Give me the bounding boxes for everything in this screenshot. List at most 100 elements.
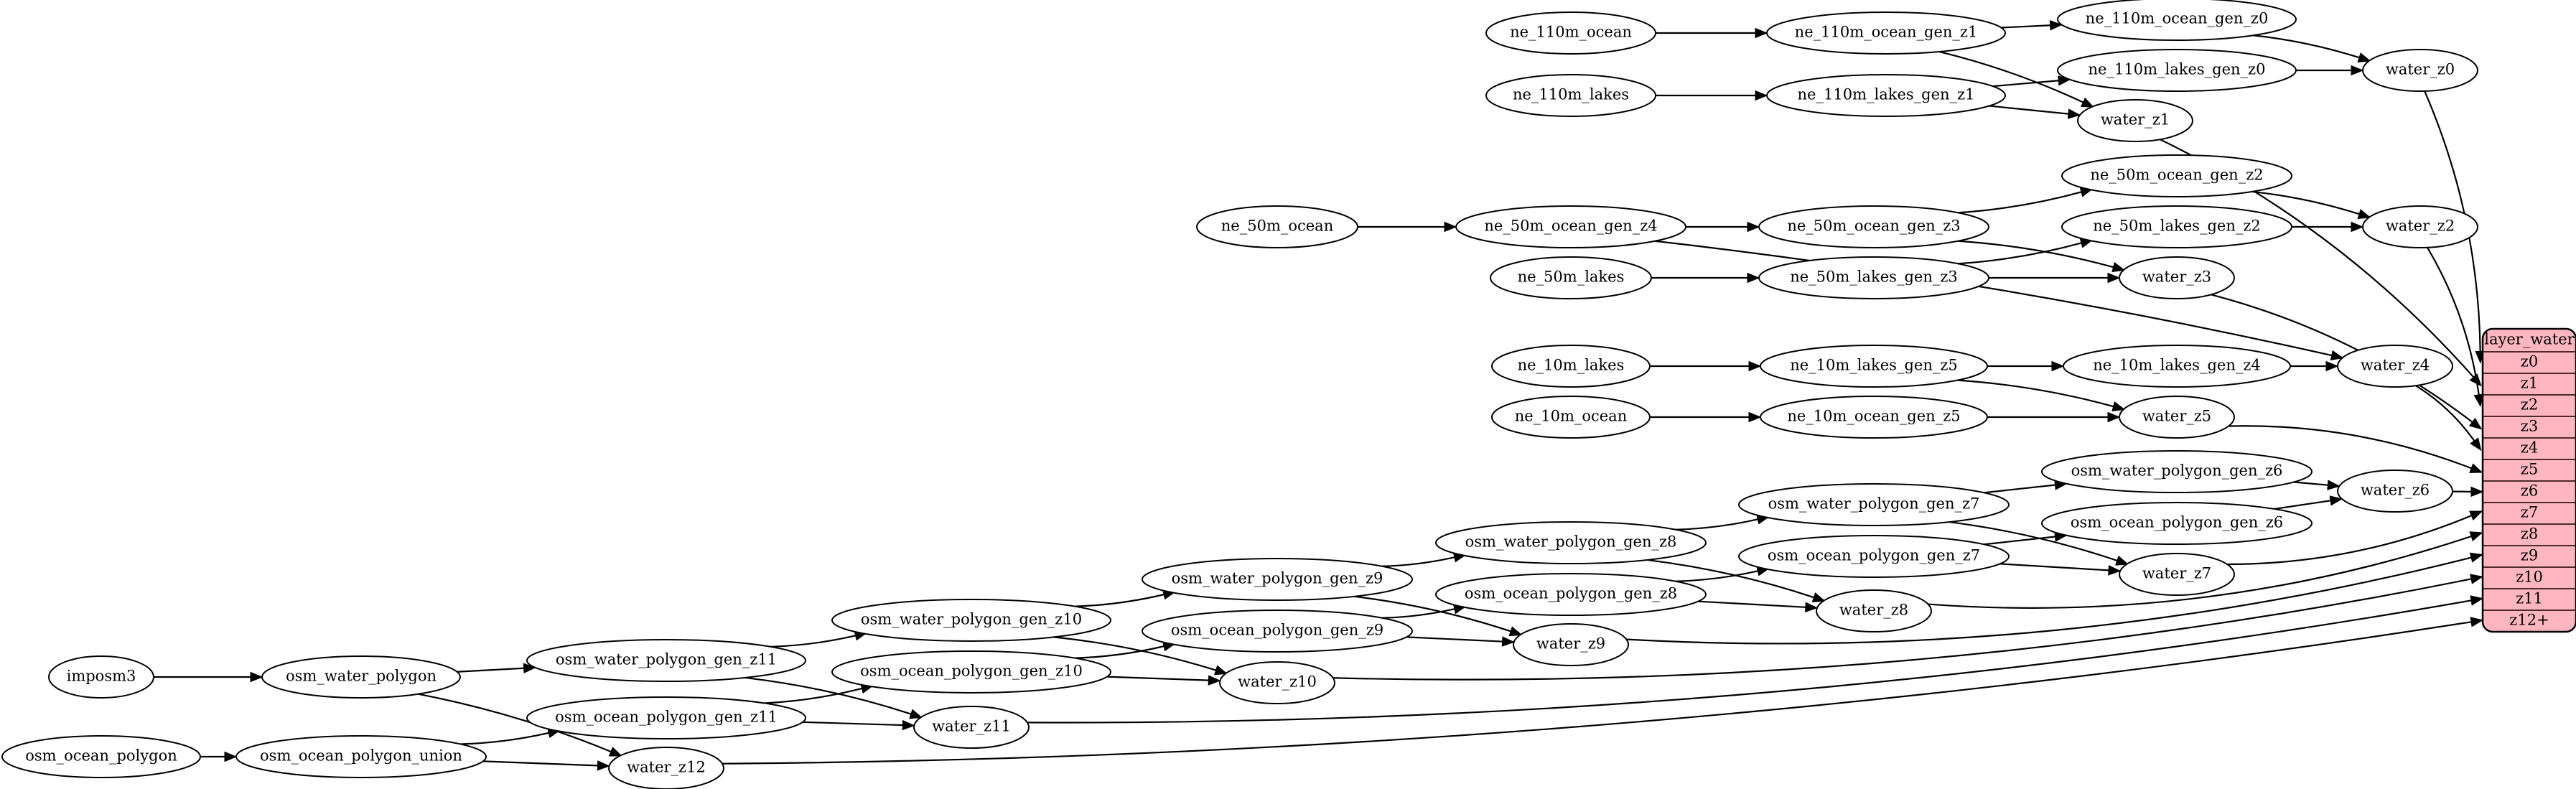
node-ellipse-ne_10m_lakes_gen_z5: [1760, 345, 1988, 388]
node-water_z7[interactable]: water_z7: [2119, 553, 2235, 596]
edge-osm_ocean_polygon_gen_z9-to-water_z9: [1406, 636, 1503, 643]
edge-osm_water_polygon_gen_z11-to-water_z11: [745, 676, 912, 715]
node-ne_10m_lakes_gen_z5[interactable]: ne_10m_lakes_gen_z5: [1760, 345, 1988, 388]
node-ellipse-ne_50m_ocean_gen_z3: [1758, 205, 1989, 248]
node-ne_50m_ocean_gen_z2[interactable]: ne_50m_ocean_gen_z2: [2061, 154, 2292, 197]
node-water_z11[interactable]: water_z11: [913, 706, 1030, 749]
node-water_z6[interactable]: water_z6: [2337, 470, 2453, 513]
node-label-ne_50m_lakes: ne_50m_lakes: [1518, 269, 1625, 286]
node-ne_10m_lakes_gen_z4[interactable]: ne_10m_lakes_gen_z4: [2063, 345, 2291, 388]
node-ellipse-osm_water_polygon_gen_z7: [1738, 483, 2010, 526]
node-ne_110m_lakes[interactable]: ne_110m_lakes: [1485, 74, 1656, 117]
node-water_z9[interactable]: water_z9: [1513, 623, 1629, 666]
node-water_z3[interactable]: water_z3: [2119, 256, 2235, 299]
node-water_z1[interactable]: water_z1: [2077, 99, 2193, 142]
node-osm_water_polygon_gen_z9[interactable]: osm_water_polygon_gen_z9: [1142, 558, 1413, 601]
node-ellipse-water_z9: [1513, 623, 1629, 666]
node-label-osm_ocean_polygon_gen_z6: osm_ocean_polygon_gen_z6: [2071, 514, 2283, 531]
node-ne_50m_ocean[interactable]: ne_50m_ocean: [1196, 205, 1358, 248]
table-row-z5[interactable]: [2483, 459, 2576, 482]
node-ellipse-ne_50m_ocean_gen_z2: [2061, 154, 2292, 197]
node-label-osm_ocean_polygon_gen_z8: osm_ocean_polygon_gen_z8: [1465, 585, 1677, 602]
node-ellipse-osm_water_polygon_gen_z6: [2041, 450, 2313, 493]
arrowhead-osm_water_polygon_gen_z10-to-water_z10: [1213, 665, 1228, 676]
table-title: layer_water: [2484, 331, 2575, 348]
node-osm_ocean_polygon_gen_z11[interactable]: osm_ocean_polygon_gen_z11: [526, 696, 806, 739]
node-ne_110m_lakes_gen_z1[interactable]: ne_110m_lakes_gen_z1: [1766, 74, 2006, 117]
edge-ne_110m_ocean_gen_z0-to-water_z0: [2253, 34, 2360, 59]
table-row-label-z6: z6: [2521, 482, 2538, 500]
node-ne_10m_ocean[interactable]: ne_10m_ocean: [1491, 396, 1651, 439]
node-water_z2[interactable]: water_z2: [2362, 205, 2478, 248]
edges-layer: [154, 20, 2486, 771]
node-ne_10m_ocean_gen_z5[interactable]: ne_10m_ocean_gen_z5: [1760, 396, 1988, 439]
arrowhead-water_z10-to-layer_water:z10: [2470, 574, 2484, 584]
node-label-osm_ocean_polygon_union: osm_ocean_polygon_union: [260, 747, 462, 765]
arrowhead-ne_110m_lakes-to-ne_110m_lakes_gen_z1: [1755, 90, 1768, 101]
node-ellipse-ne_110m_lakes: [1485, 74, 1656, 117]
node-ne_50m_lakes[interactable]: ne_50m_lakes: [1490, 256, 1652, 299]
node-ne_50m_lakes_gen_z3[interactable]: ne_50m_lakes_gen_z3: [1758, 256, 1989, 299]
node-label-water_z10: water_z10: [1238, 673, 1317, 691]
node-water_z0[interactable]: water_z0: [2362, 49, 2478, 92]
arrowhead-water_z5-to-layer_water:z5: [2469, 463, 2483, 473]
node-osm_ocean_polygon[interactable]: osm_ocean_polygon: [1, 735, 201, 778]
node-water_z10[interactable]: water_z10: [1219, 661, 1335, 704]
table-row-z12+[interactable]: [2483, 610, 2576, 632]
node-water_z4[interactable]: water_z4: [2337, 345, 2453, 388]
node-ellipse-ne_110m_lakes_gen_z1: [1766, 74, 2006, 117]
node-ne_50m_ocean_gen_z3[interactable]: ne_50m_ocean_gen_z3: [1758, 205, 1989, 248]
node-water_z12[interactable]: water_z12: [608, 747, 724, 789]
node-ne_50m_lakes_gen_z2[interactable]: ne_50m_lakes_gen_z2: [2061, 205, 2292, 248]
table-row-label-z2: z2: [2521, 396, 2538, 414]
arrowhead-water_z7-to-layer_water:z7: [2469, 510, 2483, 521]
node-label-ne_10m_lakes_gen_z4: ne_10m_lakes_gen_z4: [2093, 357, 2261, 374]
node-osm_water_polygon_gen_z6[interactable]: osm_water_polygon_gen_z6: [2041, 450, 2313, 493]
node-osm_water_polygon_gen_z11[interactable]: osm_water_polygon_gen_z11: [526, 639, 806, 682]
node-label-water_z6: water_z6: [2361, 482, 2430, 499]
node-ellipse-water_z5: [2119, 396, 2235, 439]
node-ne_110m_ocean[interactable]: ne_110m_ocean: [1485, 11, 1656, 55]
node-ne_110m_lakes_gen_z0[interactable]: ne_110m_lakes_gen_z0: [2057, 49, 2297, 92]
edge-water_z9-to-layer_water:z9: [1626, 556, 2472, 645]
edge-ne_50m_ocean_gen_z3-to-water_z3: [1958, 240, 2114, 269]
node-osm_water_polygon_gen_z8[interactable]: osm_water_polygon_gen_z8: [1435, 521, 1707, 564]
arrowhead-ne_50m_ocean_gen_z3-to-water_z3: [2111, 262, 2126, 272]
table-row-label-z9: z9: [2521, 547, 2538, 564]
node-label-ne_50m_lakes_gen_z2: ne_50m_lakes_gen_z2: [2093, 218, 2261, 235]
node-ne_10m_lakes[interactable]: ne_10m_lakes: [1491, 345, 1651, 388]
node-label-water_z2: water_z2: [2386, 218, 2455, 235]
node-label-osm_water_polygon_gen_z9: osm_water_polygon_gen_z9: [1172, 570, 1383, 587]
arrowhead-water_z6-to-layer_water:z6: [2470, 486, 2484, 498]
table-row-z4[interactable]: [2483, 437, 2576, 460]
node-osm_ocean_polygon_union[interactable]: osm_ocean_polygon_union: [235, 735, 487, 778]
node-water_z8[interactable]: water_z8: [1816, 589, 1932, 632]
node-osm_ocean_polygon_gen_z7[interactable]: osm_ocean_polygon_gen_z7: [1738, 535, 2010, 578]
node-water_z5[interactable]: water_z5: [2119, 396, 2235, 439]
node-label-water_z0: water_z0: [2386, 61, 2455, 78]
node-ne_110m_ocean_gen_z1[interactable]: ne_110m_ocean_gen_z1: [1766, 11, 2006, 55]
arrowhead-ne_50m_lakes_gen_z2-to-water_z2: [2351, 221, 2364, 233]
node-ne_110m_ocean_gen_z0[interactable]: ne_110m_ocean_gen_z0: [2057, 0, 2297, 41]
node-ne_50m_ocean_gen_z4[interactable]: ne_50m_ocean_gen_z4: [1455, 205, 1686, 248]
node-osm_water_polygon_gen_z10[interactable]: osm_water_polygon_gen_z10: [831, 599, 1111, 642]
node-osm_ocean_polygon_gen_z10[interactable]: osm_ocean_polygon_gen_z10: [831, 650, 1111, 694]
edge-osm_ocean_polygon_gen_z8-to-osm_ocean_polygon_gen_z7: [1675, 570, 1758, 582]
node-osm_water_polygon_gen_z7[interactable]: osm_water_polygon_gen_z7: [1738, 483, 2010, 526]
arrowhead-water_z12-to-layer_water:z12+: [2470, 617, 2484, 627]
node-osm_ocean_polygon_gen_z9[interactable]: osm_ocean_polygon_gen_z9: [1142, 610, 1413, 653]
edge-ne_50m_ocean_gen_z3-to-ne_50m_ocean_gen_z2: [1958, 191, 2082, 214]
edge-water_z11-to-layer_water:z11: [1027, 599, 2472, 724]
table-row-z7[interactable]: [2483, 502, 2576, 525]
node-label-imposm3: imposm3: [67, 668, 136, 685]
node-label-osm_ocean_polygon_gen_z7: osm_ocean_polygon_gen_z7: [1768, 547, 1980, 564]
node-osm_ocean_polygon_gen_z8[interactable]: osm_ocean_polygon_gen_z8: [1435, 573, 1707, 616]
node-osm_ocean_polygon_gen_z6[interactable]: osm_ocean_polygon_gen_z6: [2041, 502, 2313, 545]
node-label-ne_110m_ocean_gen_z1: ne_110m_ocean_gen_z1: [1795, 24, 1978, 41]
edge-osm_ocean_polygon_gen_z10-to-osm_ocean_polygon_gen_z9: [1075, 645, 1165, 659]
arrowhead-water_z11-to-layer_water:z11: [2470, 595, 2484, 606]
node-osm_water_polygon[interactable]: osm_water_polygon: [261, 655, 461, 699]
node-label-water_z12: water_z12: [627, 759, 706, 776]
arrowhead-water_z8-to-layer_water:z8: [2469, 531, 2483, 542]
node-imposm3[interactable]: imposm3: [48, 655, 154, 699]
